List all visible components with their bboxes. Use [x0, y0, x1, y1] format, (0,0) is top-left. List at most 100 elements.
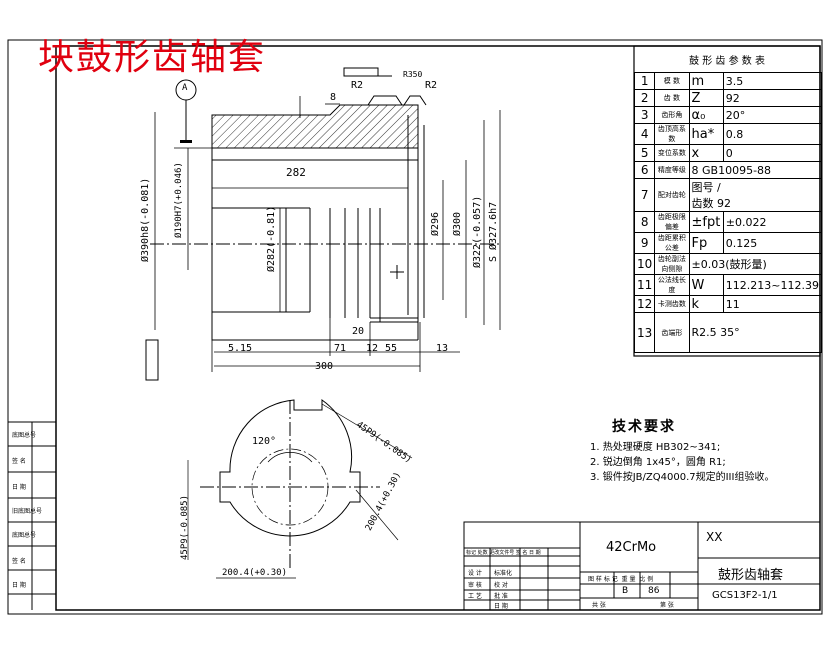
- param-val-cell: ±0.03(鼓形量): [688, 253, 823, 275]
- param-val-cell: 0: [722, 144, 823, 162]
- param-no-cell: 2: [633, 89, 656, 107]
- strip-label: 日 期: [12, 484, 26, 491]
- param-sy-cell: m: [688, 72, 724, 90]
- section-view: [150, 67, 500, 341]
- dim-d282: Ø282(-0.81): [266, 205, 277, 272]
- stage-header: 重 量: [621, 576, 636, 583]
- param-nm-cell: 齿端形: [654, 312, 690, 353]
- stage-header: 比 例: [639, 576, 654, 583]
- dim-13: 13: [436, 343, 449, 354]
- dim-r350: R350: [403, 70, 423, 79]
- param-val-cell: 0.125: [722, 232, 823, 254]
- rev-header: 签 名: [515, 550, 528, 556]
- sig-design: 设 计: [468, 570, 482, 577]
- param-nm-cell: 齿轮副法向侧隙: [654, 253, 690, 275]
- param-sy-cell: Fp: [688, 232, 724, 254]
- param-sy-cell: x: [688, 144, 724, 162]
- param-no-cell: 7: [633, 178, 656, 212]
- param-sy-cell: W: [688, 274, 724, 296]
- tech-item: 3. 锻件按JB/ZQ4000.7规定的III组验收。: [590, 472, 775, 483]
- param-no-cell: 10: [633, 253, 656, 275]
- param-val-cell: 11: [722, 295, 823, 313]
- param-no-cell: 9: [633, 232, 656, 254]
- param-no-cell: 1: [633, 72, 656, 90]
- sig-approve: 批 准: [494, 593, 508, 600]
- strip-label: 旧底图总号: [12, 508, 43, 515]
- tech-requirements-list: 1. 热处理硬度 HB302~341; 2. 锐边倒角 1x45°，圆角 R1;…: [590, 440, 774, 485]
- stage-mark: B: [622, 586, 629, 596]
- param-val-cell: R2.5 35°: [688, 312, 823, 353]
- tech-item: 1. 热处理硬度 HB302~341;: [590, 442, 721, 453]
- sig-review: 审 核: [468, 582, 482, 589]
- param-nm-cell: 齿顶高系数: [654, 123, 690, 145]
- param-nm-cell: 变位系数: [654, 144, 690, 162]
- sig-check: 校 对: [494, 582, 508, 589]
- rev-header: 日 期: [529, 550, 541, 556]
- part-code: XX: [706, 530, 723, 544]
- drawing-number: GCS13F2-1/1: [712, 590, 778, 601]
- datum-a: A: [182, 83, 188, 93]
- sig-process: 工 艺: [468, 593, 482, 600]
- strip-label: 签 名: [12, 458, 26, 465]
- param-sy-cell: ±fpt: [688, 211, 724, 233]
- param-nm-cell: 齿形角: [654, 106, 690, 124]
- strip-label: 签 名: [12, 558, 26, 565]
- param-nm-cell: 公法线长度: [654, 274, 690, 296]
- param-nm-cell: 卡测齿数: [654, 295, 690, 313]
- sig-standard: 标准化: [494, 570, 513, 577]
- param-sy-cell: k: [688, 295, 724, 313]
- stage-headers: 图 样 标 记 重 量 比 例: [588, 574, 653, 583]
- param-val-cell: 20°: [722, 106, 823, 124]
- param-no-cell: 6: [633, 161, 656, 179]
- dim-5-15: 5.15: [228, 343, 253, 354]
- dim-200-bottom: 200.4(+0.30): [222, 568, 288, 578]
- dim-d300: Ø300: [452, 211, 463, 236]
- tech-requirements-title: 技术要求: [612, 419, 676, 435]
- dim-r2-left: R2: [351, 80, 364, 91]
- dim-sd327: S Ø327.6h7: [488, 201, 499, 262]
- material: 42CrMo: [606, 540, 657, 555]
- param-no-cell: 4: [633, 123, 656, 145]
- strip-label: 底图总号: [12, 532, 37, 539]
- stage-header: 图 样 标 记: [588, 576, 618, 583]
- param-sy-cell: α₀: [688, 106, 724, 124]
- title-block: [463, 521, 821, 611]
- dim-20: 20: [352, 326, 365, 337]
- param-val-cell: 3.5: [722, 72, 823, 90]
- param-val-cell: ±0.022: [722, 211, 823, 233]
- param-nm-cell: 精度等级: [654, 161, 690, 179]
- param-no-cell: 8: [633, 211, 656, 233]
- dim-d390: Ø390h8(-0.081): [140, 177, 151, 262]
- dim-282: 282: [286, 166, 306, 179]
- dim-d322: Ø322(-0.057): [472, 195, 483, 268]
- sig-date: 日 期: [494, 603, 508, 610]
- param-nm-cell: 齿距累积公差: [654, 232, 690, 254]
- rev-header: 更改文件号: [489, 550, 515, 556]
- dim-keyway-left: 45P9(-0.085): [180, 494, 190, 560]
- rev-header: 处数: [477, 550, 488, 556]
- param-nm-cell: 齿 数: [654, 89, 690, 107]
- dim-d296: Ø296: [430, 211, 441, 236]
- dim-71: 71: [334, 343, 347, 354]
- drawing-title: 块鼓形齿轴套: [38, 37, 267, 78]
- param-no-cell: 13: [633, 312, 656, 353]
- param-no-cell: 5: [633, 144, 656, 162]
- param-no-cell: 11: [633, 274, 656, 296]
- part-name: 鼓形齿轴套: [718, 568, 784, 583]
- param-val-cell: 0.8: [722, 123, 823, 145]
- dim-300: 300: [315, 361, 334, 372]
- dim-r2-right: R2: [425, 80, 438, 91]
- strip-label: 底图总号: [12, 432, 37, 439]
